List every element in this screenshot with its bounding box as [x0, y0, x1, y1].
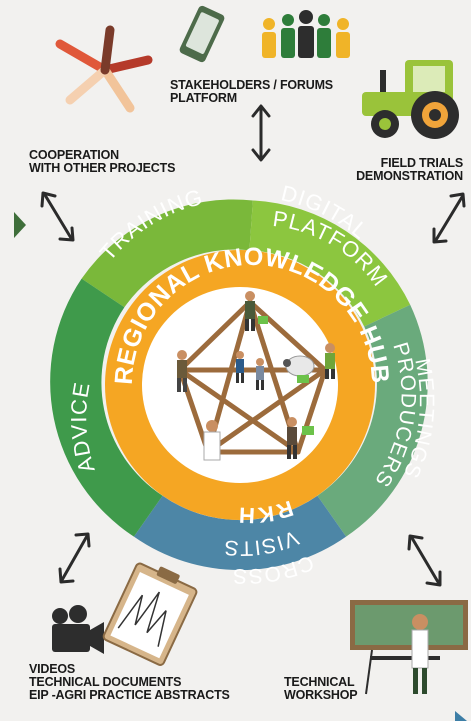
farmer-figure — [236, 351, 244, 383]
arrows — [40, 104, 466, 587]
left-edge-marker — [14, 212, 26, 238]
bottom-edge-marker — [455, 711, 467, 721]
chalkboard-icon — [350, 600, 468, 695]
tractor-icon — [362, 60, 459, 139]
double-arrow-icon — [40, 191, 75, 242]
smartphone-icon — [179, 5, 225, 63]
farmer-figure — [256, 358, 264, 390]
farmer-figures — [177, 291, 335, 461]
double-arrow-icon — [432, 192, 466, 244]
organic-label — [302, 426, 314, 435]
farmer-figure — [245, 291, 255, 331]
sheep — [283, 355, 315, 377]
clipboard-chart-icon — [102, 562, 198, 666]
double-arrow-icon — [251, 104, 271, 162]
farmer-figure — [287, 417, 297, 459]
ring-segment-digital-platform — [249, 200, 411, 327]
teacher-figure — [411, 614, 429, 694]
farmer-figure — [177, 350, 187, 392]
double-arrow-icon — [58, 532, 91, 584]
organic-label — [258, 316, 268, 324]
organic-label — [297, 375, 309, 383]
ring-segment-cross-visits — [133, 495, 347, 571]
people-group-icon — [262, 10, 350, 58]
double-arrow-icon — [407, 534, 442, 587]
ring-segment-advice — [50, 278, 163, 537]
farmer-figure — [325, 343, 335, 379]
ring-segment-meetings-producers — [317, 304, 428, 537]
hands-icon — [55, 25, 153, 113]
video-camera-icon — [52, 605, 104, 654]
ring-segment-training — [81, 199, 253, 308]
scientist-figure — [203, 420, 221, 461]
